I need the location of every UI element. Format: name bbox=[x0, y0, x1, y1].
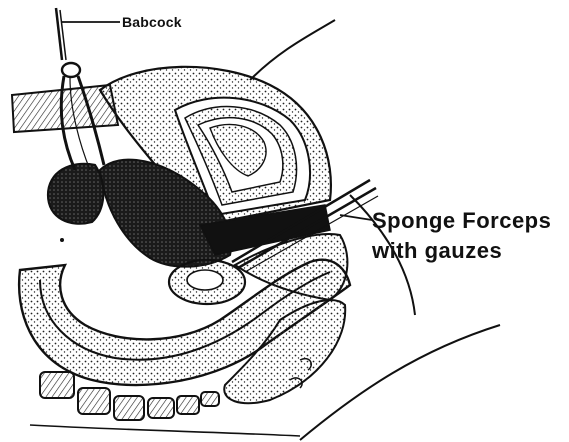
grasped-tissue bbox=[48, 164, 103, 224]
forceps-leader-line bbox=[340, 215, 372, 220]
babcock-label: Babcock bbox=[122, 14, 182, 30]
sponge-forceps-label-line1: Sponge Forceps bbox=[372, 206, 551, 236]
sponge-forceps-label: Sponge Forceps with gauzes bbox=[372, 206, 551, 266]
skin-line-lower bbox=[30, 425, 300, 436]
sponge-forceps-label-line2: with gauzes bbox=[372, 236, 551, 266]
abdominal-wall-contour bbox=[250, 20, 335, 80]
